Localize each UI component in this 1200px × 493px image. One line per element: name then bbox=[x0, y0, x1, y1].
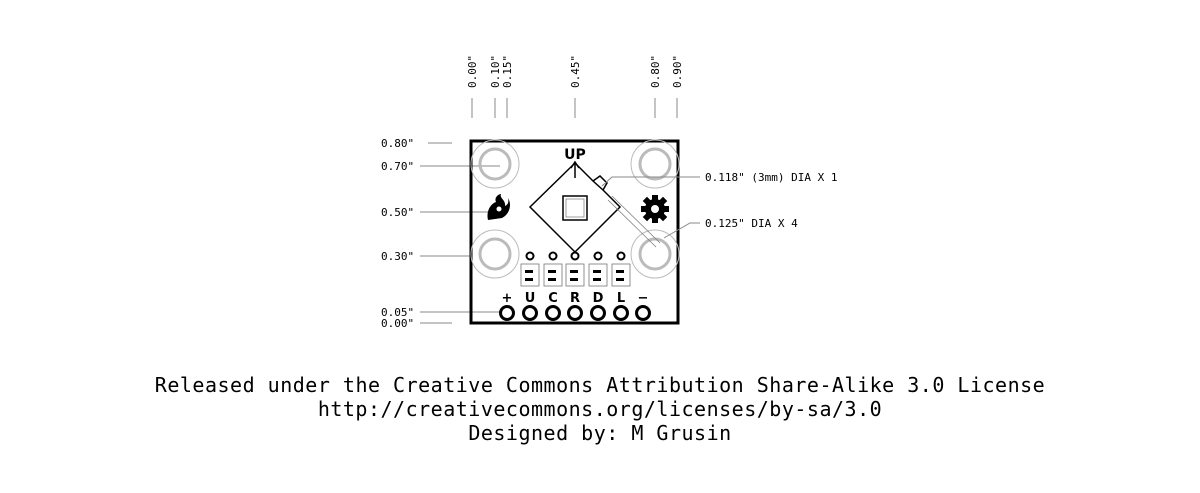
pin-label-plus: + bbox=[502, 291, 513, 306]
top-dim-0-90: 0.90" bbox=[671, 55, 684, 88]
up-label: UP bbox=[564, 147, 586, 163]
silkscreen-marks bbox=[607, 195, 661, 248]
license-text: Released under the Creative Commons Attr… bbox=[154, 373, 1046, 397]
top-dimension-lines bbox=[471, 98, 678, 118]
mounting-holes bbox=[470, 139, 680, 279]
board-outline bbox=[469, 139, 680, 325]
left-dim-0-00: 0.00" bbox=[381, 317, 414, 330]
callout-mount-holes: 0.125" DIA X 4 bbox=[705, 217, 798, 230]
left-dim-0-05: 0.05" bbox=[381, 306, 414, 319]
pin-label-c: C bbox=[548, 291, 558, 306]
sensor-pad bbox=[562, 195, 588, 221]
vias bbox=[525, 251, 626, 261]
left-dim-0-80: 0.80" bbox=[381, 137, 414, 150]
top-dim-0-45: 0.45" bbox=[569, 55, 582, 88]
license-url: http://creativecommons.org/licenses/by-s… bbox=[317, 397, 883, 421]
resistor-footprints bbox=[520, 263, 631, 287]
pin-labels: + U C R D L − bbox=[502, 291, 649, 306]
top-dim-0-15: 0.15" bbox=[501, 55, 514, 88]
designer-credit: Designed by: M Grusin bbox=[468, 421, 732, 445]
pin-label-u: U bbox=[525, 291, 536, 306]
pin-label-l: L bbox=[617, 291, 625, 306]
callout-3mm-hole: 0.118" (3mm) DIA X 1 bbox=[705, 171, 837, 184]
left-dim-0-30: 0.30" bbox=[381, 250, 414, 263]
pin-label-minus: − bbox=[638, 291, 649, 306]
board-drawing: 0.00" 0.10" 0.15" 0.45" 0.80" 0.90" 0.80… bbox=[381, 55, 837, 330]
left-dimension-lines bbox=[420, 142, 500, 324]
callout-mount-leader bbox=[663, 222, 700, 239]
sparkfun-flame-icon bbox=[487, 194, 510, 220]
top-dim-0-80: 0.80" bbox=[649, 55, 662, 88]
pin-label-d: D bbox=[593, 291, 604, 306]
top-dim-0-10: 0.10" bbox=[489, 55, 502, 88]
pin-label-r: R bbox=[570, 291, 580, 306]
header-pins bbox=[499, 305, 651, 321]
callout-3mm-leader bbox=[601, 176, 700, 187]
up-arrow-icon bbox=[570, 160, 580, 178]
left-dim-0-70: 0.70" bbox=[381, 160, 414, 173]
open-hardware-gear-icon bbox=[641, 195, 669, 223]
top-dim-0-00: 0.00" bbox=[466, 55, 479, 88]
left-dim-0-50: 0.50" bbox=[381, 206, 414, 219]
